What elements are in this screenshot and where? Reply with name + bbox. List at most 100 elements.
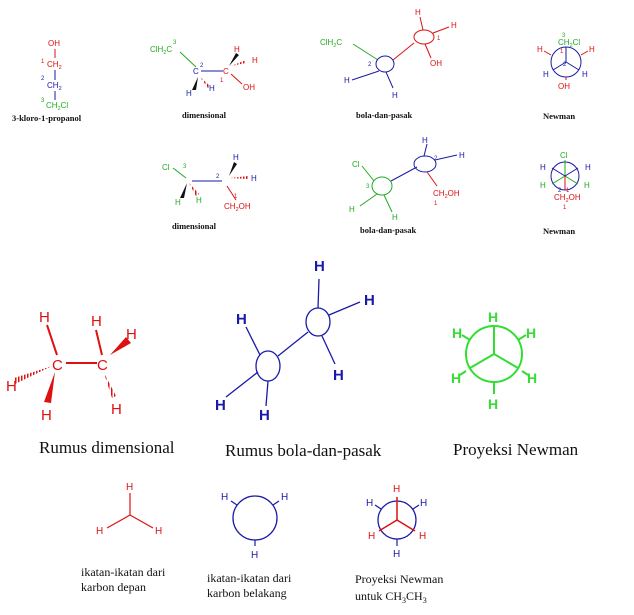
caption-chain: 3-kloro-1-propanol bbox=[12, 113, 82, 123]
h-atom: H bbox=[251, 550, 258, 561]
ch2oh-label: CH2OH bbox=[554, 193, 581, 204]
h-atom: H bbox=[6, 378, 17, 395]
h-atom: H bbox=[186, 89, 192, 98]
carbon-number-1: 1 bbox=[563, 205, 567, 211]
caption-rumus-bola-pasak: Rumus bola-dan-pasak bbox=[225, 441, 382, 460]
h-atom: H bbox=[585, 163, 591, 172]
dimensional-formula-1: 3 ClH2C 2 C H H C 1 H H OH dimensional bbox=[150, 40, 258, 120]
ethane-newman-small: H H H H H H Proyeksi Newman untuk CH3CH3 bbox=[355, 484, 443, 605]
h-atom: H bbox=[281, 492, 288, 503]
h-atom: H bbox=[234, 45, 240, 54]
h-atom: H bbox=[155, 526, 162, 537]
caption-dimensional-2: dimensional bbox=[172, 221, 217, 231]
h-atom: H bbox=[526, 325, 536, 341]
carbon-1: C bbox=[223, 67, 229, 76]
carbon-number-1: 1 bbox=[566, 188, 570, 194]
h-atom: H bbox=[175, 198, 181, 207]
ch2oh-label: CH2OH bbox=[433, 189, 460, 200]
h-atom: H bbox=[111, 401, 122, 418]
h-atom: H bbox=[540, 163, 546, 172]
h-atom: H bbox=[252, 56, 258, 65]
caption-rumus-dimensional: Rumus dimensional bbox=[39, 438, 175, 457]
ch2-label-1: CH2 bbox=[47, 60, 62, 71]
carbon-number-2: 2 bbox=[563, 62, 567, 68]
carbon-number-2: 2 bbox=[368, 62, 372, 68]
caption-newman-small-line-2: untuk CH3CH3 bbox=[355, 589, 427, 605]
carbon-number-2: 2 bbox=[558, 188, 562, 194]
h-atom: H bbox=[452, 325, 462, 341]
h-atom: H bbox=[126, 482, 133, 493]
h-atom: H bbox=[41, 407, 52, 424]
caption-proyeksi-newman: Proyeksi Newman bbox=[453, 440, 579, 459]
carbon-number-1: 1 bbox=[220, 78, 224, 84]
caption-dimensional-1: dimensional bbox=[182, 110, 227, 120]
caption-ball-stick-1: bola-dan-pasak bbox=[356, 110, 412, 120]
h-atom: H bbox=[459, 151, 465, 160]
hydroxyl-label: OH bbox=[430, 59, 442, 68]
h-atom: H bbox=[236, 311, 247, 328]
hydroxyl-label: OH bbox=[558, 82, 570, 91]
h-atom: H bbox=[451, 21, 457, 30]
caption-front-line-2: karbon depan bbox=[81, 580, 146, 594]
h-atom: H bbox=[540, 181, 546, 190]
h-atom: H bbox=[39, 309, 50, 326]
h-atom: H bbox=[368, 531, 375, 542]
h-atom: H bbox=[233, 153, 239, 162]
h-atom: H bbox=[221, 492, 228, 503]
carbon-number-3: 3 bbox=[366, 184, 370, 190]
h-atom: H bbox=[259, 407, 270, 424]
carbon-2: C bbox=[193, 67, 199, 76]
carbon-number-1: 1 bbox=[234, 194, 238, 200]
h-atom: H bbox=[589, 45, 595, 54]
hydroxyl-label: OH bbox=[48, 39, 60, 48]
carbon-number-2: 2 bbox=[216, 174, 220, 180]
h-atom: H bbox=[366, 498, 373, 509]
h-atom: H bbox=[419, 531, 426, 542]
dimensional-formula-2: Cl 3 H H 2 H H 1 CH2OH dimensional bbox=[162, 153, 257, 231]
carbon-number-1: 1 bbox=[437, 36, 441, 42]
h-atom: H bbox=[349, 205, 355, 214]
h-atom: H bbox=[392, 213, 398, 222]
carbon-number-3: 3 bbox=[183, 164, 187, 170]
caption-newman-small-line-1: Proyeksi Newman bbox=[355, 572, 443, 586]
h-atom: H bbox=[215, 397, 226, 414]
h-atom: H bbox=[96, 526, 103, 537]
ethane-dimensional-formula: H H H C C H H H Rumus dimensional bbox=[6, 309, 175, 457]
front-carbon-bonds: H H H ikatan-ikatan dari karbon depan bbox=[81, 482, 166, 594]
carbon-number-3: 3 bbox=[562, 33, 566, 39]
carbon-number-2: 2 bbox=[200, 63, 204, 69]
chlorine-label: Cl bbox=[162, 163, 170, 172]
h-atom: H bbox=[420, 498, 427, 509]
ch2cl-label: CH2Cl bbox=[46, 101, 68, 112]
h-atom: H bbox=[314, 258, 325, 275]
carbon-number-2: 2 bbox=[434, 156, 438, 162]
carbon-number-3: 3 bbox=[41, 98, 45, 104]
h-atom: H bbox=[344, 76, 350, 85]
carbon-number-1: 1 bbox=[560, 49, 564, 55]
h-atom: H bbox=[393, 484, 400, 495]
h-atom: H bbox=[527, 370, 537, 386]
ethane-ball-stick-model: H H H H H H Rumus bola-dan-pasak bbox=[215, 258, 382, 460]
ch2oh-label: CH2OH bbox=[224, 202, 251, 213]
h-atom: H bbox=[196, 196, 202, 205]
hydroxyl-label: OH bbox=[243, 83, 255, 92]
h-atom: H bbox=[393, 549, 400, 560]
h-atom: H bbox=[91, 313, 102, 330]
caption-back-line-1: ikatan-ikatan dari bbox=[207, 571, 292, 585]
ethane-newman-projection: H H H H H H Proyeksi Newman bbox=[451, 309, 579, 459]
caption-front-line-1: ikatan-ikatan dari bbox=[81, 565, 166, 579]
condensed-formula-3-chloro-1-propanol: OH 1 CH2 2 CH2 3 CH2Cl 3-kloro-1-propano… bbox=[12, 39, 82, 123]
ball-stick-model-2: Cl 3 H H 2 H H CH2OH 1 bola-dan-pasak bbox=[349, 136, 465, 235]
newman-projection-2: Cl H H H H 2 1 CH2OH 1 Newman bbox=[540, 151, 591, 236]
h-atom: H bbox=[333, 367, 344, 384]
carbon-number-1: 1 bbox=[41, 59, 45, 65]
back-carbon-bonds: H H H ikatan-ikatan dari karbon belakang bbox=[207, 492, 292, 600]
h-atom: H bbox=[392, 91, 398, 100]
h-atom: H bbox=[543, 70, 549, 79]
h-atom: H bbox=[537, 45, 543, 54]
h-atom: H bbox=[415, 8, 421, 17]
ch2cl-label: ClH2C bbox=[320, 38, 342, 49]
caption-newman-1: Newman bbox=[543, 111, 575, 121]
newman-projection-1: 3 CH2Cl 1 2 H H H H OH Newman bbox=[537, 33, 595, 121]
